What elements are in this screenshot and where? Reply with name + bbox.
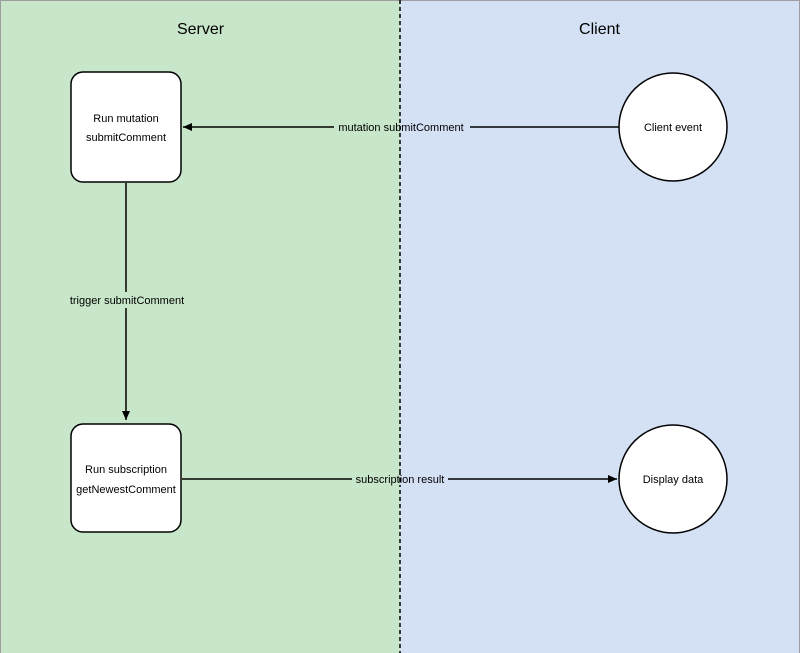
run-mutation-line1: Run mutation: [93, 113, 158, 125]
client-lane: Client: [400, 0, 800, 653]
trigger-edge-label-bg: [66, 292, 186, 308]
server-lane: Server: [0, 0, 400, 653]
mutation-edge-label-bg-right: [400, 119, 470, 135]
run-mutation-line2: submitComment: [86, 132, 166, 144]
run-subscription-line1: Run subscription: [85, 464, 167, 476]
run-subscription-node[interactable]: [70, 423, 182, 533]
run-subscription-line2: getNewestComment: [76, 484, 176, 496]
client-event-label: Client event: [644, 122, 702, 134]
client-event-node[interactable]: [618, 72, 728, 182]
display-data-label: Display data: [643, 474, 704, 486]
mutation-edge-label-bg-left: [334, 119, 400, 135]
client-lane-title: Client: [579, 21, 620, 38]
run-mutation-node[interactable]: [70, 71, 182, 183]
subscription-edge-label-bg-right: [400, 471, 448, 487]
subscription-edge-label-bg-left: [352, 471, 400, 487]
server-lane-title: Server: [176, 21, 225, 38]
mutation-edge-label: mutation submitComment: [338, 122, 463, 134]
trigger-edge-label: trigger submitComment: [70, 295, 184, 307]
display-data-node[interactable]: [618, 424, 728, 534]
subscription-edge-label: subscription result: [356, 474, 445, 486]
